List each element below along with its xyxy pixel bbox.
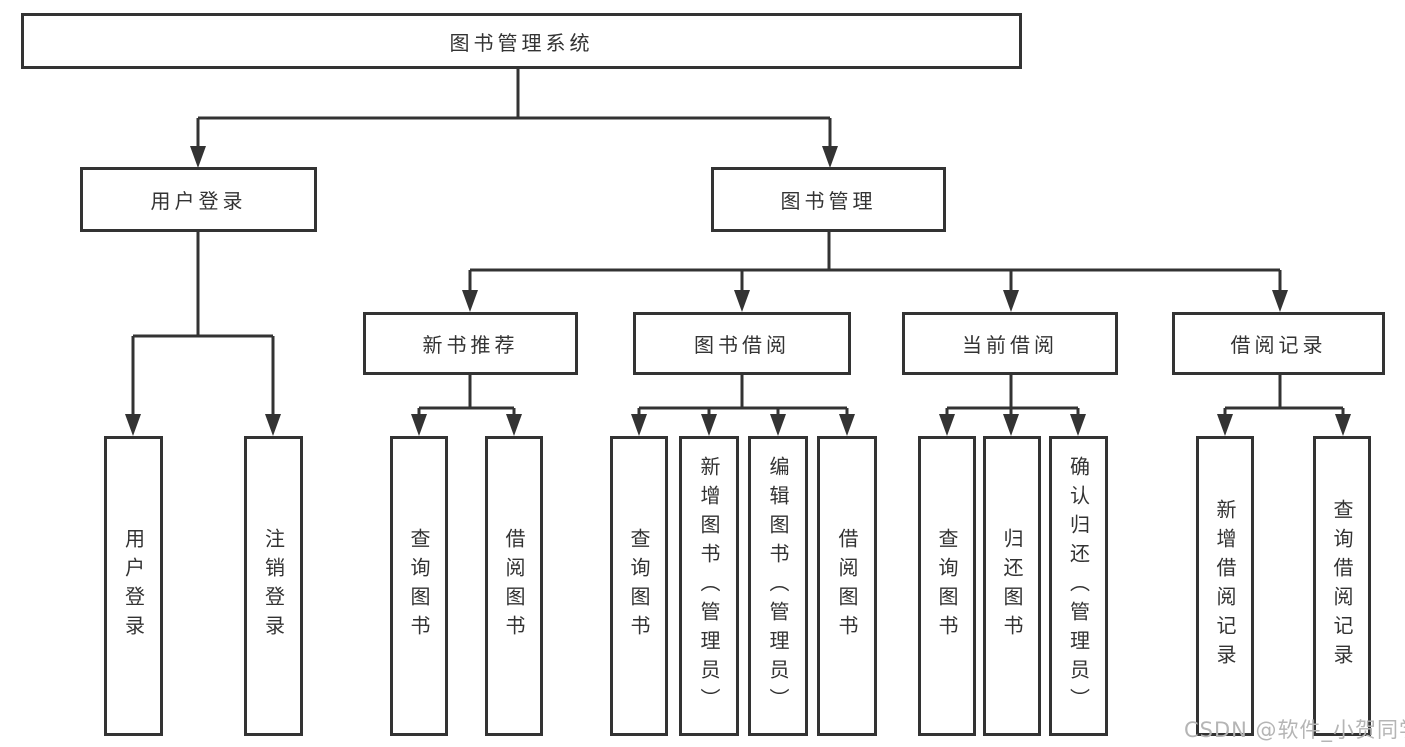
node-borrowing-records: 借阅记录 <box>1172 312 1385 375</box>
node-user-login: 用户登录 <box>80 167 317 232</box>
node-current-borrowing: 当前借阅 <box>902 312 1118 375</box>
leaf-label: 借阅图书 <box>835 528 859 644</box>
leaf-bw-borrow-books: 借阅图书 <box>817 436 877 736</box>
leaf-cu-query-books: 查询图书 <box>918 436 976 736</box>
leaf-label: 借阅图书 <box>502 528 526 644</box>
node-new-book-recommend: 新书推荐 <box>363 312 578 375</box>
leaf-re-add-borrow-record: 新增借阅记录 <box>1196 436 1254 736</box>
leaf-label: 新增借阅记录 <box>1213 499 1237 673</box>
leaf-bw-add-book-admin: 新增图书（管理员） <box>679 436 739 736</box>
csdn-watermark: CSDN @软件_小贺同学 <box>1184 718 1405 742</box>
node-book-management: 图书管理 <box>711 167 946 232</box>
leaf-cu-return-books: 归还图书 <box>983 436 1041 736</box>
leaf-label: 注销登录 <box>261 528 286 644</box>
leaf-bw-edit-book-admin: 编辑图书（管理员） <box>748 436 808 736</box>
leaf-cu-confirm-return-admin: 确认归还（管理员） <box>1049 436 1108 736</box>
leaf-label: 新增图书（管理员） <box>697 455 721 717</box>
leaf-label: 确认归还（管理员） <box>1066 455 1091 717</box>
leaf-label: 查询图书 <box>627 528 651 644</box>
leaf-label: 查询图书 <box>935 528 959 644</box>
leaf-label: 用户登录 <box>121 528 146 644</box>
leaf-bw-query-books: 查询图书 <box>610 436 668 736</box>
node-book-borrowing: 图书借阅 <box>633 312 851 375</box>
leaf-label: 查询借阅记录 <box>1330 499 1354 673</box>
node-library-management-system: 图书管理系统 <box>21 13 1022 69</box>
leaf-label: 查询图书 <box>407 528 431 644</box>
leaf-label: 编辑图书（管理员） <box>766 455 790 717</box>
leaf-logout: 注销登录 <box>244 436 303 736</box>
leaf-re-query-borrow-record: 查询借阅记录 <box>1313 436 1371 736</box>
leaf-user-login: 用户登录 <box>104 436 163 736</box>
leaf-nb-query-books: 查询图书 <box>390 436 448 736</box>
leaf-label: 归还图书 <box>1000 528 1024 644</box>
leaf-nb-borrow-books: 借阅图书 <box>485 436 543 736</box>
